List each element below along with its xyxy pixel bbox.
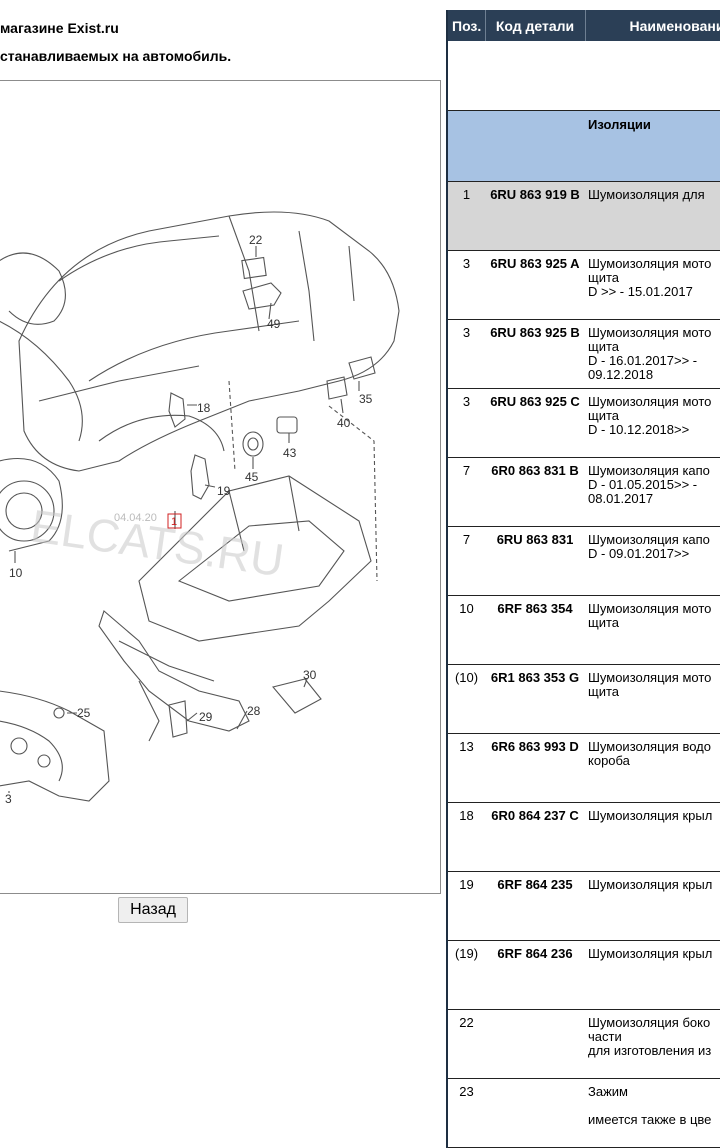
callout-45: 45 — [245, 470, 259, 484]
callout-1-marker[interactable]: 1 — [167, 513, 182, 529]
part-code[interactable]: 6R6 863 993 D — [485, 733, 585, 803]
part-pos: 10 — [447, 595, 485, 665]
callout-43: 43 — [283, 446, 297, 460]
callout-35: 35 — [359, 392, 373, 406]
part-pos: 1 — [447, 181, 485, 251]
part-name: Шумоизоляция мото щита D - 16.01.2017>> … — [585, 319, 720, 389]
part-code[interactable]: 6R1 863 353 G — [485, 664, 585, 734]
part-code[interactable]: 6RU 863 831 — [485, 526, 585, 596]
part-name: Шумоизоляция крыл — [585, 802, 720, 872]
part-name: Шумоизоляция капо D - 01.05.2015>> - 08.… — [585, 457, 720, 527]
part-code[interactable]: 6RU 863 919 B — [485, 181, 585, 251]
callout-19: 19 — [217, 484, 231, 498]
part-pos: 7 — [447, 457, 485, 527]
callout-22: 22 — [249, 233, 263, 247]
col-header-pos[interactable]: Поз. — [447, 10, 486, 41]
callout-49: 49 — [267, 317, 281, 331]
part-code[interactable]: 6RF 863 354 — [485, 595, 585, 665]
part-pos: 3 — [447, 388, 485, 458]
part-code[interactable]: 6RF 864 235 — [485, 871, 585, 941]
part-code[interactable]: 6RU 863 925 A — [485, 250, 585, 320]
callout-10: 10 — [9, 566, 23, 580]
col-header-name[interactable]: Наименовани — [585, 10, 720, 41]
part-name: Шумоизоляция мото щита D >> - 15.01.2017 — [585, 250, 720, 320]
table-header-row: Поз. Код детали Наименовани — [447, 10, 720, 41]
callout-30: 30 — [303, 668, 317, 682]
col-header-code[interactable]: Код детали — [485, 10, 586, 41]
part-pos: 3 — [447, 250, 485, 320]
table-row[interactable]: 22 Шумоизоляция боко части для изготовлен… — [447, 1009, 720, 1079]
part-code[interactable]: 6RU 863 925 B — [485, 319, 585, 389]
part-pos: 22 — [447, 1009, 485, 1079]
group-label: Изоляции — [585, 110, 720, 182]
part-name: Шумоизоляция крыл — [585, 871, 720, 941]
part-code[interactable] — [485, 1009, 585, 1079]
callout-40: 40 — [337, 416, 351, 430]
part-name: Шумоизоляция капо D - 09.01.2017>> — [585, 526, 720, 596]
part-pos: (10) — [447, 664, 485, 734]
part-pos: 19 — [447, 871, 485, 941]
part-name: Шумоизоляция мото щита — [585, 595, 720, 665]
back-button[interactable]: Назад — [118, 897, 188, 923]
callout-29: 29 — [199, 710, 213, 724]
diagram-date-stamp: 04.04.20 — [114, 512, 157, 524]
part-name: Шумоизоляция для — [585, 181, 720, 251]
part-name: Шумоизоляция мото щита — [585, 664, 720, 734]
blank-row — [447, 41, 720, 111]
part-name: Шумоизоляция водо короба — [585, 733, 720, 803]
header-shop-text: магазине Exist.ru — [0, 20, 119, 36]
group-row: Изоляции — [447, 110, 720, 182]
part-name: Шумоизоляция крыл — [585, 940, 720, 1010]
part-code[interactable] — [485, 1078, 585, 1148]
watermark: ELCATS.RU — [28, 499, 288, 586]
part-code[interactable]: 6R0 864 237 C — [485, 802, 585, 872]
parts-diagram-drawing: 22 49 18 35 40 43 45 19 10 30 25 29 28 3… — [0, 211, 400, 806]
callout-3: 3 — [5, 792, 12, 806]
part-pos: 13 — [447, 733, 485, 803]
callout-25: 25 — [77, 706, 91, 720]
part-code[interactable]: 6RU 863 925 C — [485, 388, 585, 458]
table-row[interactable]: 23 Зажим имеется также в цве — [447, 1078, 720, 1148]
header-subtitle: станавливаемых на автомобиль. — [0, 48, 232, 64]
part-name: Шумоизоляция мото щита D - 10.12.2018>> — [585, 388, 720, 458]
part-code[interactable]: 6RF 864 236 — [485, 940, 585, 1010]
callout-1: 1 — [171, 516, 177, 528]
part-pos: 18 — [447, 802, 485, 872]
callout-18: 18 — [197, 401, 211, 415]
part-code[interactable]: 6R0 863 831 B — [485, 457, 585, 527]
part-pos: 7 — [447, 526, 485, 596]
callout-28: 28 — [247, 704, 261, 718]
part-pos: 3 — [447, 319, 485, 389]
part-pos: 23 — [447, 1078, 485, 1148]
part-pos: (19) — [447, 940, 485, 1010]
parts-diagram: 22 49 18 35 40 43 45 19 10 30 25 29 28 3… — [0, 80, 441, 894]
part-name: Шумоизоляция боко части для изготовления… — [585, 1009, 720, 1079]
part-name: Зажим имеется также в цве — [585, 1078, 720, 1148]
